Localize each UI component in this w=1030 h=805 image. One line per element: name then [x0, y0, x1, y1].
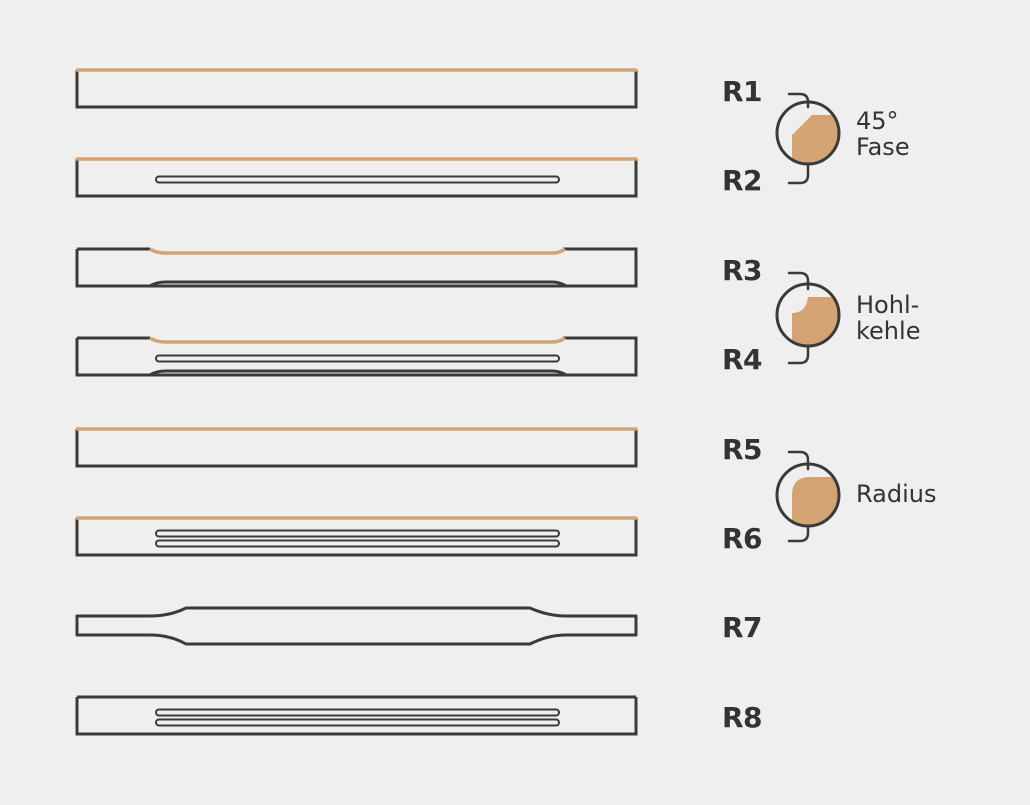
groove-r8-2: [155, 718, 560, 727]
board-bottom-r3: [77, 280, 636, 288]
radius-icon: [775, 450, 841, 543]
groove-r6-2: [155, 539, 560, 548]
row-label-r4: R4: [722, 343, 763, 376]
row-label-r5: R5: [722, 433, 763, 466]
row-label-r8: R8: [722, 701, 763, 734]
chamfer-icon: [775, 92, 841, 185]
chamfer-label: 45° Fase: [856, 108, 910, 160]
board-bottom-r4: [77, 369, 636, 377]
board-outline-r2: [75, 159, 638, 198]
row-label-r7: R7: [722, 611, 763, 644]
chamfer-bracket-bottom: [787, 157, 810, 185]
cove-label-line-1: Hohl-: [856, 291, 920, 319]
radius-bracket-top: [787, 450, 810, 471]
board-outline-r5: [75, 429, 638, 468]
groove-r6-1: [155, 529, 560, 538]
board-r2: [75, 157, 638, 198]
cove-label: Hohl- kehle: [856, 292, 920, 344]
board-r7: [75, 606, 638, 646]
chamfer-label-line-2: Fase: [856, 133, 910, 161]
row-label-r2: R2: [722, 164, 763, 197]
veneer-edge-r3: [149, 247, 567, 255]
board-r1: [75, 68, 638, 109]
board-outline-r8: [75, 697, 638, 736]
cove-bracket-bottom: [787, 339, 810, 365]
radius-bracket-bottom: [787, 519, 810, 543]
veneer-edge-r4: [149, 336, 567, 344]
board-r3: [75, 247, 638, 288]
groove-r4-1: [155, 354, 560, 363]
board-r6: [75, 516, 638, 557]
cove-bracket-top: [787, 271, 810, 291]
board-outline-r6: [75, 518, 638, 557]
groove-r8-1: [155, 708, 560, 717]
radius-label-line-1: Radius: [856, 480, 937, 508]
board-outline-r7: [75, 606, 638, 646]
cove-icon: [775, 271, 841, 365]
groove-r2-1: [155, 175, 560, 184]
cove-circle: [775, 282, 841, 348]
board-r8: [75, 695, 638, 736]
row-label-r6: R6: [722, 522, 763, 555]
chamfer-circle: [775, 100, 841, 166]
chamfer-label-line-1: 45°: [856, 107, 899, 135]
board-r5: [75, 427, 638, 468]
board-outline-r1: [75, 70, 638, 109]
cove-label-line-2: kehle: [856, 317, 921, 345]
board-r4: [75, 336, 638, 377]
row-label-r1: R1: [722, 75, 763, 108]
radius-label: Radius: [856, 481, 936, 507]
row-label-r3: R3: [722, 254, 763, 287]
radius-circle: [775, 462, 841, 528]
